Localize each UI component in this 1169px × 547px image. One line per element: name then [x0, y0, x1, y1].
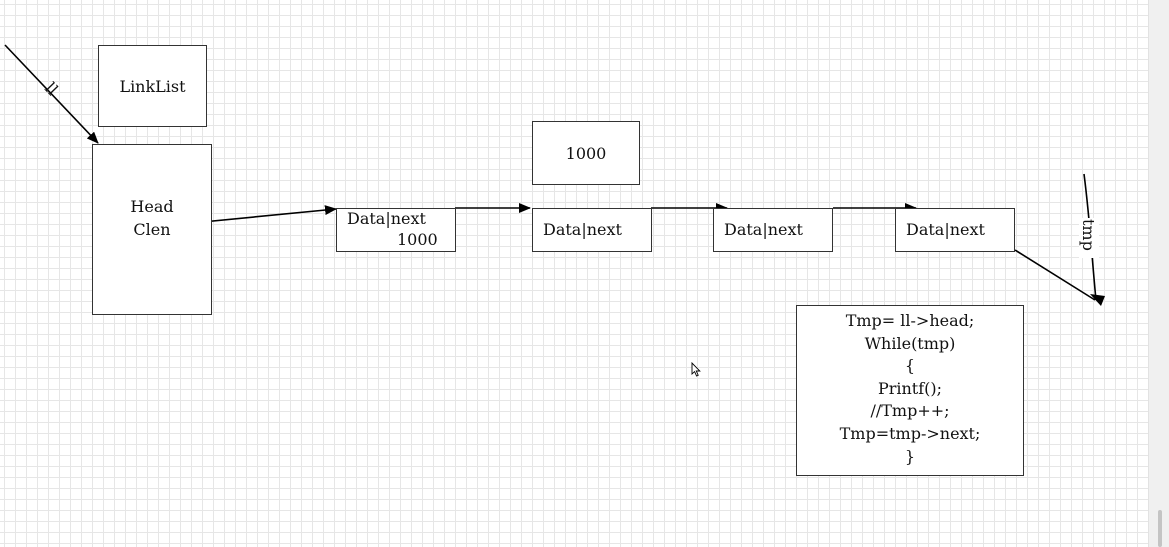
clen-field-label: Clen [133, 220, 171, 239]
null-terminator-marker [1090, 294, 1105, 306]
code-line: Tmp= ll->head; [845, 311, 975, 330]
head-field-label: Head [130, 197, 174, 216]
mouse-cursor-icon [691, 362, 701, 377]
pointer-tmp-label: tmp [1079, 219, 1098, 251]
head-struct-box[interactable]: Head Clen [92, 144, 212, 315]
list-node-3[interactable]: Data|next [713, 208, 833, 252]
code-line: } [904, 446, 916, 466]
linklist-type-label: LinkList [119, 76, 186, 96]
code-line: While(tmp) [864, 333, 956, 353]
linklist-type-box[interactable]: LinkList [98, 45, 207, 127]
list-node-4[interactable]: Data|next [895, 208, 1015, 252]
list-node-1[interactable]: Data|next 1000 [336, 208, 456, 252]
address-box[interactable]: 1000 [532, 121, 640, 185]
pointer-tmp-label-bg [1079, 218, 1099, 258]
list-node-2-label: Data|next [543, 220, 622, 239]
code-line: //Tmp++; [870, 401, 950, 421]
list-node-1-next-address: 1000 [397, 230, 438, 249]
pointer-ll-arrow [4, 44, 99, 144]
code-line: Printf(); [877, 378, 943, 398]
code-line: { [904, 356, 916, 376]
traversal-code-box[interactable]: Tmp= ll->head; While(tmp) { Printf(); //… [796, 305, 1024, 476]
scrollbar-thumb[interactable] [1158, 510, 1162, 547]
list-node-1-label: Data|next [347, 209, 426, 228]
pointer-ll-label: ll [41, 79, 62, 100]
list-node-3-label: Data|next [724, 220, 803, 239]
node4-next-line [1014, 249, 1096, 301]
list-node-4-label: Data|next [906, 220, 985, 239]
vertical-scrollbar[interactable] [1148, 0, 1169, 547]
address-value: 1000 [565, 143, 607, 163]
code-line: Tmp=tmp->next; [839, 423, 981, 443]
list-node-2[interactable]: Data|next [532, 208, 652, 252]
